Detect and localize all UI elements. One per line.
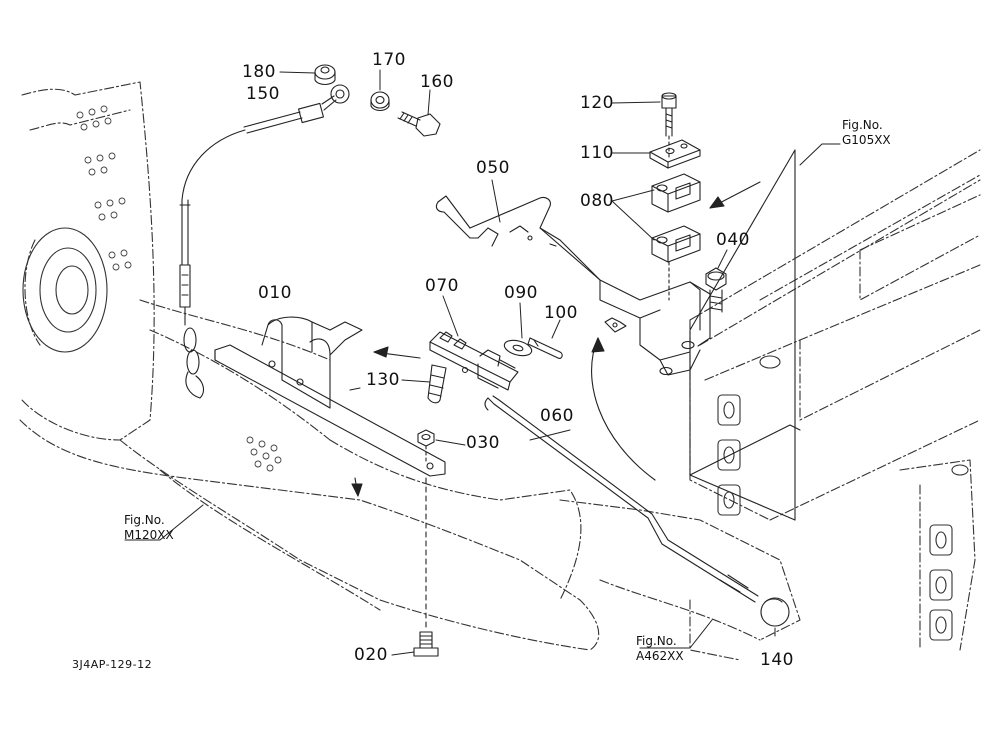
- label-130: 130: [366, 370, 400, 390]
- bolt-120: [661, 92, 677, 159]
- label-110: 110: [580, 143, 614, 163]
- label-050: 050: [476, 158, 510, 178]
- screw-130: [427, 364, 447, 404]
- bolt-020: [413, 477, 439, 657]
- cable-150: [179, 84, 350, 399]
- pin-100: [527, 337, 563, 359]
- frame-right: [559, 149, 981, 661]
- label-010: 010: [258, 283, 292, 303]
- figure-ref-g105-line1: Fig.No.: [842, 118, 883, 132]
- bracket-010: [214, 316, 446, 477]
- leader-lines: [124, 69, 841, 656]
- figure-ref-g105-line2: G105XX: [842, 133, 891, 147]
- label-170: 170: [372, 50, 406, 70]
- bolt-040: [705, 267, 727, 313]
- label-180: 180: [242, 62, 276, 82]
- label-020: 020: [354, 645, 388, 665]
- nut-180: [314, 64, 336, 86]
- label-090: 090: [504, 283, 538, 303]
- figure-ref-g105[interactable]: Fig.No. G105XX: [842, 118, 891, 148]
- label-080: 080: [580, 191, 614, 211]
- clamp-080-upper: [651, 173, 701, 213]
- bolt-160: [397, 111, 441, 137]
- label-150: 150: [246, 84, 280, 104]
- figure-ref-a462[interactable]: Fig.No. A462XX: [636, 634, 684, 664]
- figure-ref-m120-line2: M120XX: [124, 528, 174, 542]
- drawing-code: 3J4AP-129-12: [72, 658, 153, 671]
- figure-ref-m120-line1: Fig.No.: [124, 513, 165, 527]
- figure-ref-a462-line2: A462XX: [636, 649, 684, 663]
- label-120: 120: [580, 93, 614, 113]
- washer-170: [370, 91, 390, 112]
- label-030: 030: [466, 433, 500, 453]
- figure-ref-a462-line1: Fig.No.: [636, 634, 677, 648]
- label-040: 040: [716, 230, 750, 250]
- label-160: 160: [420, 72, 454, 92]
- detail-box: [689, 149, 801, 521]
- latch-070: [429, 331, 519, 391]
- label-140: 140: [760, 650, 794, 670]
- clamp-110: [649, 139, 701, 169]
- assembly-arrows: [351, 181, 761, 497]
- vent-holes: [76, 105, 282, 472]
- lever-050: [435, 195, 711, 376]
- figure-ref-m120[interactable]: Fig.No. M120XX: [124, 513, 174, 543]
- washer-090: [503, 339, 533, 357]
- label-060: 060: [540, 406, 574, 426]
- label-070: 070: [425, 276, 459, 296]
- nut-030: [417, 429, 435, 465]
- rod-060: [484, 395, 759, 603]
- label-100: 100: [544, 303, 578, 323]
- wheel-hub-left: [22, 227, 108, 353]
- clamp-080-lower: [651, 225, 701, 301]
- knob-140: [760, 597, 790, 627]
- frame-slots: [717, 355, 969, 641]
- tractor-body-left: [19, 81, 600, 651]
